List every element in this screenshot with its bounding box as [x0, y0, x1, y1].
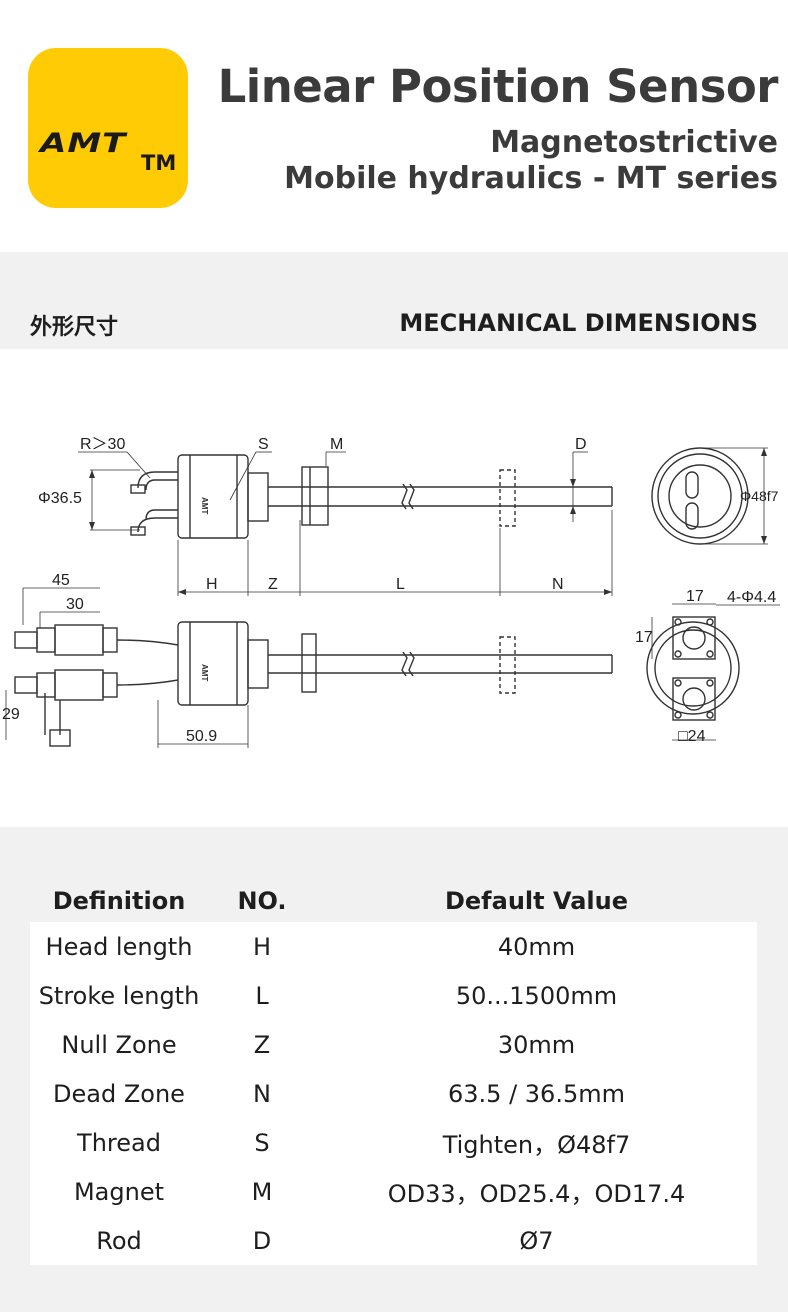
cell-no: D: [252, 1226, 272, 1255]
label-h: H: [206, 576, 218, 593]
label-square-24: □24: [678, 728, 706, 745]
label-l: L: [396, 576, 405, 593]
cell-no: L: [255, 981, 269, 1010]
cell-value: 50...1500mm: [455, 981, 618, 1010]
label-n: N: [552, 576, 564, 593]
cell-no: N: [253, 1079, 271, 1108]
cell-definition: Dead Zone: [53, 1079, 185, 1108]
table-row: Thread S Tighten，Ø48f7: [30, 1118, 757, 1167]
label-17-top: 17: [686, 588, 704, 605]
cell-value: 63.5 / 36.5mm: [448, 1079, 625, 1108]
table-row: Dead Zone N 63.5 / 36.5mm: [30, 1069, 757, 1118]
amt-logo: AMT TM: [28, 48, 188, 208]
label-r: R＞30: [80, 436, 125, 453]
cell-value: Tighten，Ø48f7: [442, 1131, 631, 1159]
label-z: Z: [268, 576, 278, 593]
label-dia-head: Φ36.5: [38, 490, 82, 507]
mechanical-drawing: R＞30 S M D Φ36.5 Φ48f7 H Z L N 45 30 29 …: [2, 436, 780, 748]
logo-trademark: TM: [141, 151, 177, 175]
label-17-side: 17: [635, 629, 653, 646]
default-values-table: Definition NO. Default Value Head length…: [30, 880, 757, 1265]
label-29: 29: [2, 706, 20, 723]
label-s: S: [258, 436, 269, 453]
cell-no: S: [254, 1128, 270, 1157]
cell-value: Ø7: [519, 1226, 554, 1255]
cell-definition: Head length: [45, 932, 193, 961]
cell-definition: Stroke length: [38, 981, 200, 1010]
cell-value: OD33，OD25.4，OD17.4: [387, 1180, 686, 1208]
cell-value: 40mm: [497, 932, 576, 961]
cell-no: Z: [253, 1030, 271, 1059]
subtitle-magnetostrictive: Magnetostrictive: [490, 125, 778, 160]
table-row: Null Zone Z 30mm: [30, 1020, 757, 1069]
label-m: M: [330, 436, 343, 453]
page-title: Linear Position Sensor: [217, 60, 779, 113]
table-row: Stroke length L 50...1500mm: [30, 971, 757, 1020]
section-header-band: [0, 252, 788, 349]
cell-definition: Magnet: [73, 1177, 165, 1206]
cell-definition: Null Zone: [61, 1030, 177, 1059]
logo-text: AMT: [40, 128, 127, 160]
head-logo-mark-bottom: AMT: [200, 664, 209, 681]
cell-no: H: [252, 932, 272, 961]
head-logo-mark: AMT: [200, 497, 209, 514]
cell-value: 30mm: [497, 1030, 576, 1059]
header-default-value: Default Value: [444, 887, 629, 915]
label-dia-flange: Φ48f7: [740, 488, 779, 504]
section-title-cn: 外形尺寸: [30, 315, 119, 340]
cell-no: M: [251, 1177, 273, 1206]
table-row: Head length H 40mm: [30, 922, 757, 971]
label-d: D: [575, 436, 587, 453]
label-holes: 4-Φ4.4: [727, 589, 776, 606]
label-30: 30: [66, 596, 84, 613]
table-row: Rod D Ø7: [30, 1216, 757, 1265]
header-no: NO.: [237, 887, 287, 915]
table-row: Magnet M OD33，OD25.4，OD17.4: [30, 1167, 757, 1216]
label-45: 45: [52, 572, 70, 589]
cell-definition: Thread: [77, 1128, 161, 1157]
table-header: Definition NO. Default Value: [30, 880, 757, 922]
cell-definition: Rod: [96, 1226, 142, 1255]
table-body: Head length H 40mm Stroke length L 50...…: [30, 922, 757, 1265]
header-definition: Definition: [52, 887, 186, 915]
subtitle-series: Mobile hydraulics - MT series: [284, 161, 778, 196]
label-50-9: 50.9: [186, 728, 217, 745]
section-title-en: MECHANICAL DIMENSIONS: [399, 309, 758, 337]
